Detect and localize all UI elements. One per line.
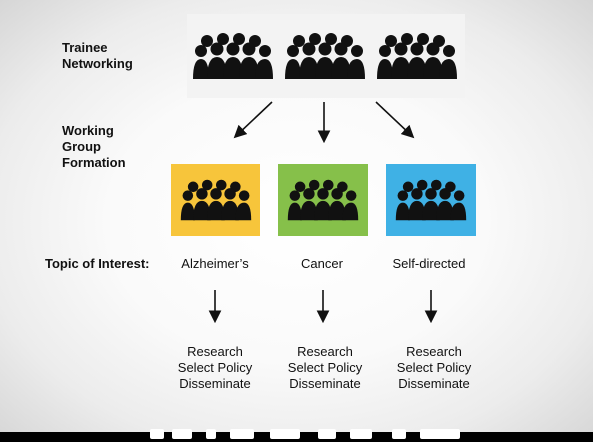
stage-label-line: Group <box>62 139 101 154</box>
working-group-self-directed <box>386 164 476 236</box>
output-disseminate: Disseminate <box>179 376 251 391</box>
people-group-icon <box>287 179 359 221</box>
working-group-cancer <box>278 164 368 236</box>
output-disseminate: Disseminate <box>289 376 361 391</box>
output-disseminate: Disseminate <box>398 376 470 391</box>
people-group-icon <box>395 179 467 221</box>
people-group-icon <box>193 33 457 79</box>
trainee-crowd-box <box>187 14 465 98</box>
stage-label-line: Networking <box>62 56 133 71</box>
output-select-policy: Select Policy <box>177 360 253 375</box>
output-select-policy: Select Policy <box>396 360 472 375</box>
outputs-cancer: Research Select Policy Disseminate <box>270 344 380 392</box>
cropped-caption-strip <box>0 429 593 442</box>
stage-label-topic: Topic of Interest: <box>45 256 150 271</box>
stage-label-formation: Working Group Formation <box>62 123 126 171</box>
stage-label-line: Working <box>62 123 114 138</box>
output-select-policy: Select Policy <box>287 360 363 375</box>
stage-label-line: Formation <box>62 155 126 170</box>
arrow-down-icon <box>424 290 438 324</box>
outputs-alzheimers: Research Select Policy Disseminate <box>160 344 270 392</box>
arrow-down-icon <box>208 290 222 324</box>
working-group-alzheimers <box>171 164 260 236</box>
outputs-self-directed: Research Select Policy Disseminate <box>379 344 489 392</box>
output-research: Research <box>297 344 353 359</box>
output-research: Research <box>187 344 243 359</box>
topic-cancer: Cancer <box>301 256 343 271</box>
topic-alzheimers: Alzheimer’s <box>181 256 249 271</box>
stage-label-line: Trainee <box>62 40 108 55</box>
topic-self-directed: Self-directed <box>392 256 466 271</box>
output-research: Research <box>406 344 462 359</box>
people-group-icon <box>180 179 251 221</box>
stage-label-networking: Trainee Networking <box>62 40 133 72</box>
arrow-down-icon <box>316 290 330 324</box>
arrow-down-icon <box>233 101 415 144</box>
